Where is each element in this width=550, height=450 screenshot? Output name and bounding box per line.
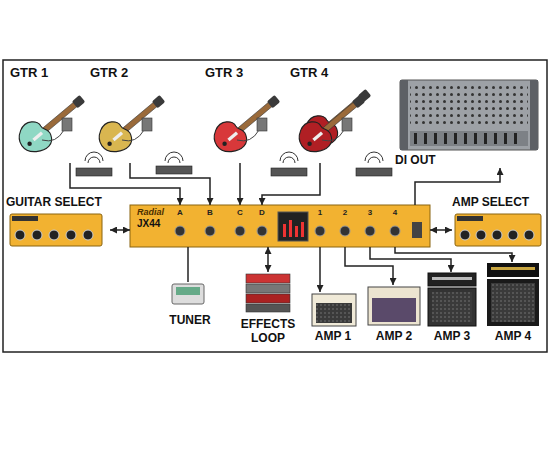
guitar-node: GTR 4	[290, 66, 380, 163]
amp-2	[368, 287, 420, 325]
amp-4	[487, 263, 539, 326]
device-label: GUITAR SELECT	[6, 196, 102, 210]
device-label: Radial	[137, 208, 164, 218]
signal-line	[395, 247, 512, 262]
jack-letter: D	[259, 209, 265, 217]
amp-1	[312, 294, 356, 326]
device-label: GTR 1	[10, 66, 48, 81]
mixer	[400, 80, 538, 150]
guitar-1	[19, 95, 112, 176]
signal-line	[267, 247, 269, 272]
device-label: AMP 2	[376, 330, 412, 344]
signal-line	[430, 229, 452, 231]
switcher-node: RadialJX44	[130, 205, 430, 247]
guitar-node: GTR 3	[205, 66, 285, 163]
guitar-select-footswitch	[10, 214, 102, 246]
footswitch-node: GUITAR SELECT	[6, 196, 110, 252]
guitar-node: GTR 2	[90, 66, 170, 163]
device-sublabel: JX44	[137, 218, 160, 229]
device-label: GTR 3	[205, 66, 243, 81]
signal-line	[345, 247, 393, 285]
device-label: DI OUT	[395, 154, 436, 168]
amp-node: AMP 2	[366, 285, 422, 344]
footswitch-node: AMP SELECT	[452, 196, 544, 252]
amp-select-footswitch	[455, 214, 541, 246]
mixer-node: DI OUT	[395, 75, 540, 168]
signal-line	[239, 163, 241, 205]
output-number: 3	[368, 209, 372, 217]
jack-letter: B	[207, 209, 213, 217]
signal-line	[130, 163, 210, 205]
amp-node: AMP 4	[485, 262, 541, 344]
guitar-2	[99, 95, 192, 174]
output-number: 4	[393, 209, 397, 217]
switcher-unit	[130, 205, 430, 247]
device-label: EFFECTS LOOP	[236, 318, 300, 346]
signal-line	[370, 247, 451, 272]
effects-rack	[246, 274, 290, 312]
guitar-4	[299, 89, 392, 176]
device-label: TUNER	[169, 314, 210, 328]
device-label: AMP SELECT	[452, 196, 529, 210]
signal-line	[319, 247, 321, 292]
effects-node: EFFECTS LOOP	[236, 272, 300, 346]
device-label: GTR 4	[290, 66, 328, 81]
signal-line	[262, 163, 320, 205]
guitar-3	[214, 95, 307, 176]
device-label: AMP 1	[315, 330, 351, 344]
tuner	[172, 284, 204, 304]
frame	[3, 60, 547, 352]
jack-letter: A	[177, 209, 183, 217]
tuner-node: TUNER	[160, 282, 220, 328]
signal-line	[187, 247, 189, 282]
amp-3	[428, 273, 476, 326]
device-label: AMP 4	[495, 330, 531, 344]
device-label: GTR 2	[90, 66, 128, 81]
amp-node: AMP 1	[308, 292, 358, 344]
output-number: 1	[318, 209, 322, 217]
signal-line	[110, 229, 130, 231]
output-number: 2	[343, 209, 347, 217]
jack-letter: C	[237, 209, 243, 217]
amp-node: AMP 3	[425, 272, 479, 344]
guitar-node: GTR 1	[10, 66, 90, 163]
device-label: AMP 3	[434, 330, 470, 344]
